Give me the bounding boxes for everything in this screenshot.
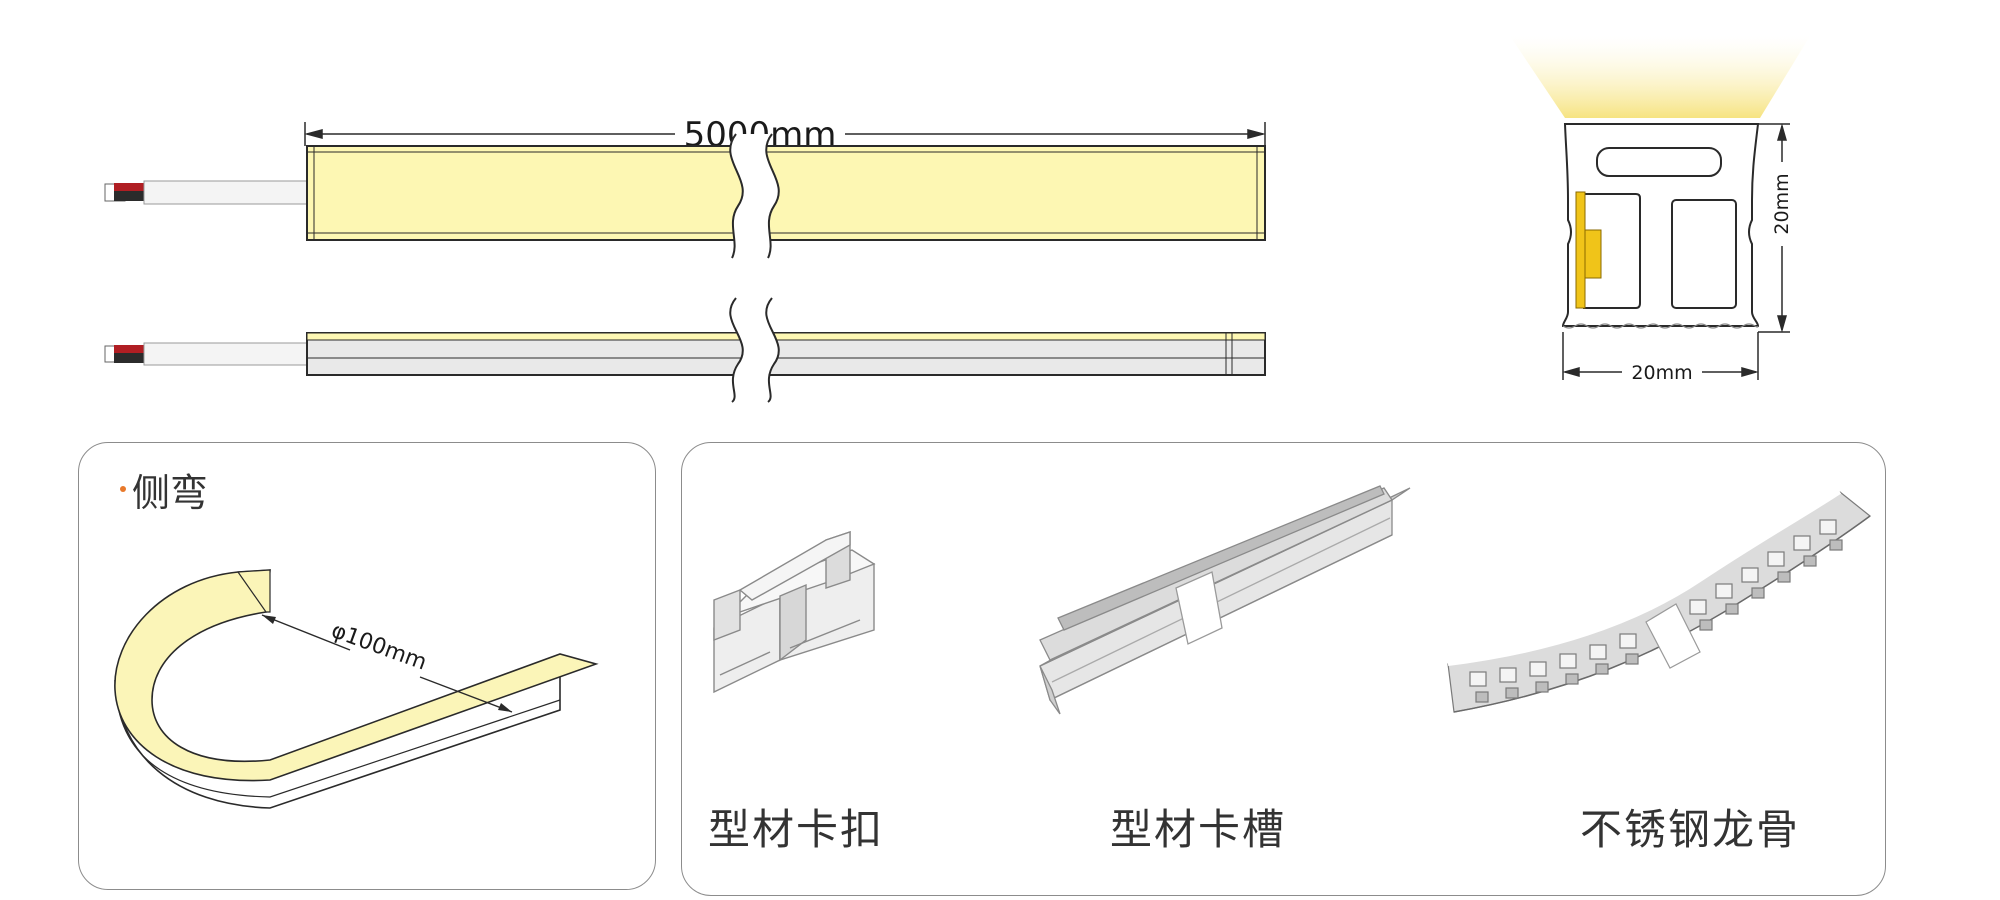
accessory-label-channel: 型材卡槽 (1110, 805, 1287, 854)
cross-section-profile: 20mm 20mm (1510, 36, 1810, 384)
strip-front-view (104, 133, 1266, 259)
strip-light-face (306, 145, 1266, 241)
led-chip (1584, 229, 1602, 279)
light-beam (1510, 36, 1810, 118)
length-dimension-line (304, 122, 1266, 146)
strip-side-view (104, 297, 1266, 403)
side-bend-title: 侧弯 (132, 471, 209, 515)
bullet-dot-icon (120, 486, 126, 492)
accessory-label-keel: 不锈钢龙骨 (1580, 805, 1801, 854)
strip-drawings: 5000mm (104, 36, 1810, 403)
profile-width-label: 20mm (1631, 362, 1692, 384)
wire-red-core (114, 183, 144, 191)
led-board (1575, 191, 1586, 309)
accessory-label-clip: 型材卡扣 (708, 805, 885, 854)
profile-height-label: 20mm (1771, 173, 1793, 234)
